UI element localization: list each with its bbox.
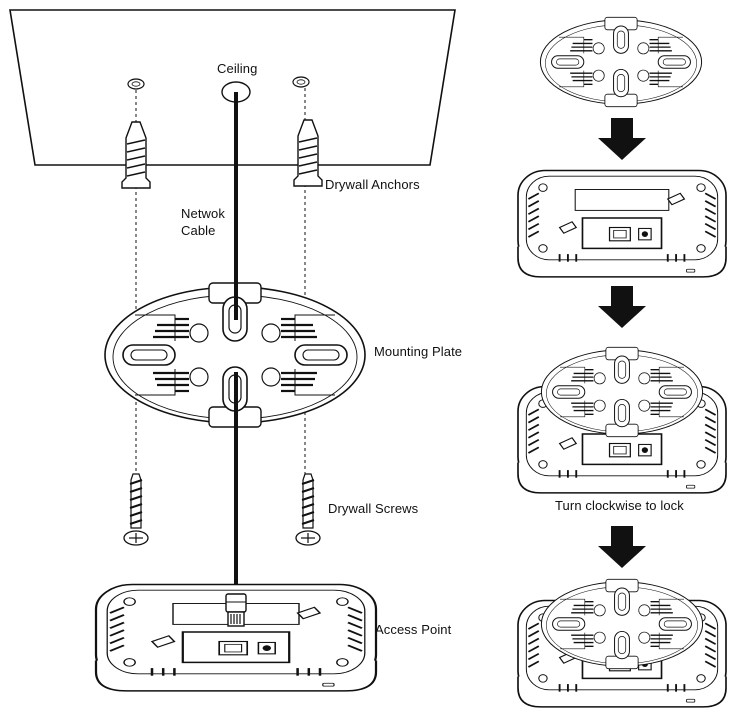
anchor-icon bbox=[121, 121, 151, 189]
down-arrow-icon bbox=[598, 286, 646, 328]
screw-icon bbox=[295, 473, 321, 546]
anchor-icon bbox=[293, 119, 323, 187]
screw-icon bbox=[123, 473, 149, 546]
mounting-plate bbox=[539, 16, 703, 108]
access-point-device bbox=[517, 169, 727, 278]
turn-clockwise-label: Turn clockwise to lock bbox=[555, 498, 684, 513]
drywall-anchors-label: Drywall Anchors bbox=[325, 177, 420, 192]
access-point-label: Access Point bbox=[375, 622, 452, 637]
alignment-guides bbox=[135, 88, 306, 480]
drywall-screws-label: Drywall Screws bbox=[328, 501, 419, 516]
down-arrow-icon bbox=[598, 118, 646, 160]
rj45-plug-icon bbox=[225, 593, 247, 627]
network-cable-label-line1: Netwok bbox=[181, 206, 225, 221]
mounting-plate-label: Mounting Plate bbox=[374, 344, 463, 359]
network-cable-label-line2: Cable bbox=[181, 223, 216, 238]
down-arrow-icon bbox=[598, 526, 646, 568]
ceiling-label: Ceiling bbox=[217, 61, 258, 76]
